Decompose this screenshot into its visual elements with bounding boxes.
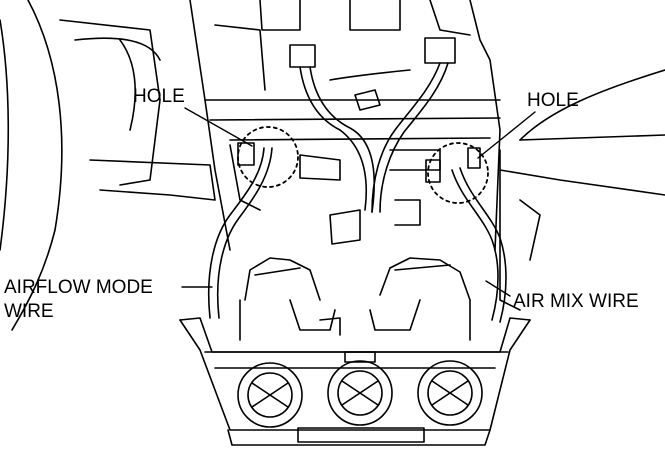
knob-left [237,362,303,428]
callout-airflow-mode-wire: AIRFLOW MODE WIRE [4,276,153,324]
wire-harness [299,62,449,245]
hole-left-marker [237,126,299,188]
climate-control-unit [179,257,531,446]
callout-airflow-mode-wire-line2: WIRE [4,301,54,322]
callout-air-mix-wire: AIR MIX WIRE [513,291,639,312]
airflow-mode-wire [207,147,273,319]
callout-hole-left: HOLE [133,86,185,107]
leader-hole-right [477,111,536,159]
center-console-frame [189,0,501,251]
air-mix-wire [451,167,507,323]
leader-air-mix-wire [485,280,511,297]
leader-hole-left [184,107,253,147]
steering-wheel-outline [0,0,216,331]
callout-hole-right: HOLE [527,90,579,111]
callout-airflow-mode-wire-line1: AIRFLOW MODE [4,277,153,298]
hole-right-marker [427,142,489,204]
lower-switch-panel [297,427,425,443]
leader-lines [181,107,536,297]
knob-center [327,360,393,426]
hole-brackets [237,142,481,183]
dashboard-right-outline [499,69,665,311]
knob-right [417,360,483,426]
